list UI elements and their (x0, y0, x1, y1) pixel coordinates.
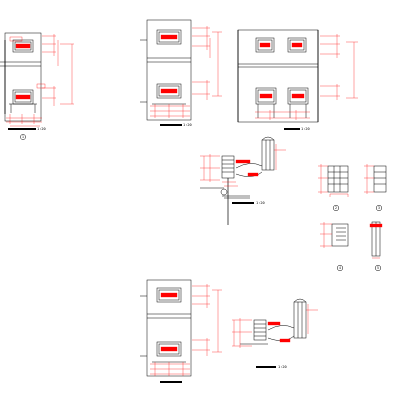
detail-view-6: 3 (364, 164, 387, 212)
elevation-view-1: 1:20 1 (0, 32, 74, 140)
view-1-number: 1 (22, 135, 24, 139)
detail-view-7: 4 (320, 222, 349, 272)
elevation-view-3: 1:20 (237, 29, 358, 131)
view-6-number: 3 (378, 206, 380, 210)
view-10-scale-tag: 1:20 (278, 365, 287, 369)
elevation-view-9 (140, 279, 222, 383)
detail-view-8: 5 (369, 221, 383, 272)
detail-view-5: 2 (318, 164, 349, 212)
section-view-4: 1:20 (200, 136, 286, 225)
view-3-scale-tag: 1:20 (301, 127, 310, 131)
elevation-view-2: 1:20 (140, 19, 222, 127)
view-5-number: 2 (335, 206, 337, 210)
section-view-10: 1:20 (232, 298, 318, 369)
view-7-number: 4 (339, 266, 341, 270)
view-1-scale-tag: 1:20 (37, 127, 46, 131)
view-4-scale-tag: 1:20 (256, 201, 265, 205)
view-2-scale-tag: 1:20 (183, 123, 192, 127)
view-8-number: 5 (377, 266, 379, 270)
